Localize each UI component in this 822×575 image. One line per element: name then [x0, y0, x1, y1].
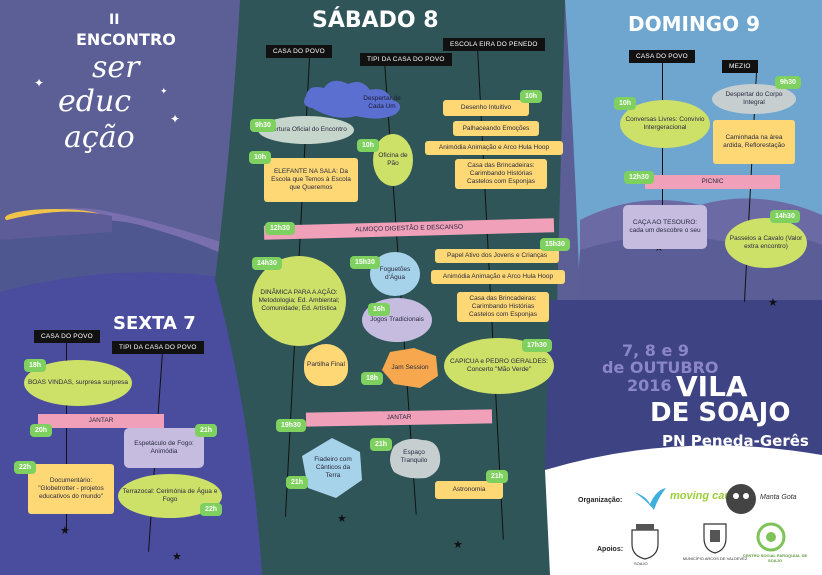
place-soajo: DE SOAJO	[650, 398, 791, 428]
friday-event-documentario: Documentário: "Globetrotter - projetos e…	[28, 464, 114, 514]
saturday-event-animodia-2: Animódia Animação e Arco Hula Hoop	[431, 270, 565, 284]
shield-icon	[631, 524, 659, 560]
saturday-title: SÁBADO 8	[312, 8, 439, 33]
time-badge: 22h	[14, 461, 37, 474]
dates-line2: de OUTUBRO	[602, 358, 719, 377]
time-badge: 20h	[30, 424, 53, 437]
saturday-event-desenho: Desenho Intuitivo	[443, 100, 529, 116]
star-icon: ✦	[170, 112, 181, 126]
time-badge: 19h30	[276, 419, 306, 432]
time-badge: 14h30	[770, 210, 800, 223]
star-icon: ★	[337, 513, 347, 525]
blob-shape	[390, 438, 441, 479]
sunday-event-caca-tesouro: CAÇA AO TESOURO: cada um descobre o seu	[623, 205, 707, 249]
sunday-event-caminhada: Caminhada na área ardida, Reflorestação	[713, 120, 795, 164]
time-badge: 18h	[24, 359, 47, 372]
sunday-header-mezio: MEZIO	[722, 60, 758, 73]
sup-centro-social: CENTRO SOCIAL PAROQUIAL DE SOAJO	[742, 553, 808, 563]
hexagon-shape	[302, 438, 362, 498]
logo-word-educ: educ	[58, 84, 132, 119]
friday-event-espetaculo-fogo: Espetáculo de Fogo: Animódia	[124, 428, 204, 468]
saturday-event-casa-brincadeiras-2: Casa das Brincadeiras: Carimbando Histór…	[457, 292, 549, 322]
time-badge: 21h	[370, 438, 393, 451]
manta-gota-logo-icon	[726, 484, 756, 514]
time-badge: 10h	[249, 151, 272, 164]
timeline-line	[66, 342, 68, 532]
friday-header-casa-do-povo: CASA DO POVO	[34, 330, 100, 343]
star-icon: ★	[172, 551, 182, 563]
saturday-event-animodia-1: Animódia Animação e Arco Hula Hoop	[425, 141, 563, 155]
star-icon: ★	[768, 297, 778, 309]
time-badge: 21h	[486, 470, 509, 483]
star-burst-shape	[382, 348, 438, 388]
time-badge: 9h30	[250, 119, 276, 132]
place-vila: VILA	[676, 370, 748, 403]
star-icon: ★	[453, 539, 463, 551]
saturday-event-partilha: Partilha Final	[304, 344, 348, 386]
logo-word-acao: ação	[64, 120, 135, 155]
friday-header-tipi: TIPI DA CASA DO POVO	[112, 341, 204, 354]
sunday-title: DOMINGO 9	[628, 12, 760, 36]
org-manta-gota: Manta Gota	[760, 494, 797, 501]
logo-word-encontro: ENCONTRO	[76, 30, 176, 49]
logo-word-ser: ser	[92, 50, 140, 85]
organizacao-label: Organização:	[578, 497, 623, 504]
friday-title: SEXTA 7	[113, 313, 196, 334]
timeline-line	[662, 62, 664, 248]
saturday-event-oficina-pao: Oficina de Pão	[373, 134, 413, 186]
saturday-event-capicua: CAPICUA e PEDRO GERALDES: Concerto "Mão …	[444, 338, 554, 394]
saturday-header-escola: ESCOLA EIRA DO PENEDO	[443, 38, 545, 51]
time-badge: 15h30	[540, 238, 570, 251]
sup-soajo: SOAJO	[634, 561, 648, 566]
saturday-event-dinamica: DINÂMICA PARA A AÇÃO: Metodologia; Ed. A…	[252, 256, 346, 346]
sunday-event-passeios: Passeios a Cavalo (Valor extra encontro)	[725, 218, 807, 268]
dates-year: 2016	[627, 376, 672, 395]
time-badge: 22h	[200, 503, 223, 516]
apoios-label: Apoios:	[597, 546, 624, 553]
saturday-event-despertar: Despertar de Cada Um	[363, 95, 401, 110]
sunday-picnic-bar: PICNIC	[645, 175, 780, 189]
time-badge: 21h	[286, 476, 309, 489]
sup-municipio: MUNICÍPIO ARCOS DE VALDEVEZ	[682, 556, 748, 561]
cloud-shape	[304, 80, 401, 119]
time-badge: 10h	[614, 97, 637, 110]
time-badge: 21h	[195, 424, 218, 437]
time-badge: 16h	[368, 303, 391, 316]
saturday-event-papel-ativo: Papel Ativo dos Jovens e Crianças	[435, 249, 559, 263]
bird-icon	[634, 488, 666, 510]
saturday-event-casa-brincadeiras-1: Casa das Brincadeiras: Carimbando Histór…	[455, 159, 547, 189]
time-badge: 17h30	[522, 339, 552, 352]
time-badge: 10h	[357, 139, 380, 152]
logo-number: II	[109, 12, 120, 28]
sunday-header-casa-do-povo: CASA DO POVO	[629, 50, 695, 63]
saturday-event-jam-session: Jam Session	[391, 364, 429, 371]
time-badge: 12h30	[624, 171, 654, 184]
star-icon: ✦	[160, 86, 168, 96]
saturday-header-tipi: TIPI DA CASA DO POVO	[360, 53, 452, 66]
saturday-event-espaco-tranquilo: Espaço Tranquilo	[400, 449, 428, 464]
star-icon: ✦	[34, 76, 45, 90]
saturday-event-palhaceando: Palhaceando Emoções	[453, 121, 539, 136]
star-icon: ★	[60, 525, 70, 537]
saturday-event-elefante: ELEFANTE NA SALA: Da Escola que Temos à …	[264, 158, 358, 202]
org-moving-cause: moving cause	[670, 490, 744, 502]
dates-line1: 7, 8 e 9	[622, 341, 690, 360]
leaf-logo-icon	[756, 522, 786, 552]
time-badge: 9h30	[775, 76, 801, 89]
time-badge: 18h	[361, 372, 384, 385]
friday-dinner-bar: JANTAR	[38, 414, 164, 428]
park-name: PN Peneda-Gerês	[662, 432, 809, 450]
saturday-event-fiadeiro: Fiadeiro com Cânticos da Terra	[314, 456, 352, 479]
saturday-header-casa-do-povo: CASA DO POVO	[266, 45, 332, 58]
time-badge: 14h30	[252, 257, 282, 270]
time-badge: 12h30	[265, 222, 295, 235]
time-badge: 15h30	[350, 256, 380, 269]
saturday-event-astronomia: Astronomia	[435, 481, 503, 499]
friday-event-terrazocal: Terrazocal: Cerimónia de Água e Fogo	[118, 474, 222, 518]
sunday-event-despertar-corpo: Despertar do Corpo Integral	[712, 84, 796, 114]
time-badge: 10h	[520, 90, 543, 103]
municipal-crest-icon	[703, 523, 727, 554]
